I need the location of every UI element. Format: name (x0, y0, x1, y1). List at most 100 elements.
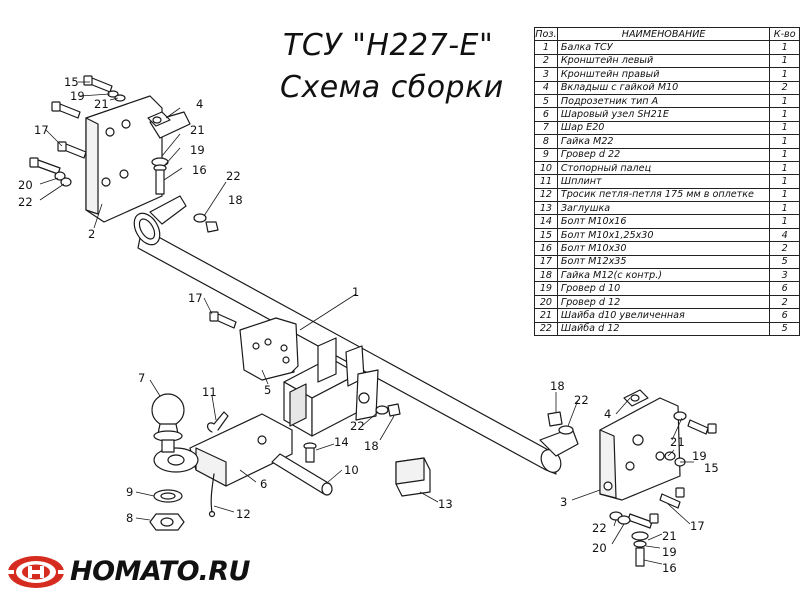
row-name: Стопорный палец (556, 160, 771, 176)
row-name: Подрозетник тип А (556, 93, 771, 109)
row-quantity: 1 (769, 120, 800, 136)
callout-6: 6 (260, 477, 267, 491)
row-position: 17 (534, 254, 558, 270)
row-name: Болт М10х30 (556, 241, 771, 256)
row-position: 1 (534, 40, 558, 55)
cap-part-13 (395, 457, 431, 497)
row-position: 19 (534, 281, 558, 296)
row-name: Тросик петля-петля 175 мм в оплетке (556, 187, 771, 203)
callout-18: 18 (550, 379, 565, 393)
callout-19: 19 (190, 143, 205, 157)
washer-part-9 (153, 489, 183, 503)
row-quantity: 1 (769, 160, 800, 176)
cable-part-12 (208, 473, 216, 518)
row-name: Кронштейн правый (556, 67, 771, 82)
row-position: 10 (534, 160, 558, 176)
ball-mount-part-6 (153, 413, 293, 487)
row-position: 3 (534, 67, 558, 82)
header-position: Поз. (534, 26, 558, 42)
row-quantity: 6 (769, 281, 800, 296)
row-position: 20 (534, 294, 558, 310)
callout-15: 15 (64, 75, 79, 89)
row-quantity: 5 (769, 321, 800, 336)
row-quantity: 1 (769, 134, 800, 149)
row-position: 18 (534, 268, 558, 283)
callout-20: 20 (18, 178, 33, 192)
callout-17: 17 (690, 519, 705, 533)
row-position: 16 (534, 241, 558, 256)
callout-11: 11 (202, 385, 217, 399)
callout-19: 19 (692, 449, 707, 463)
header-name: НАИМЕНОВАНИЕ (556, 26, 771, 42)
callout-13: 13 (438, 497, 453, 511)
callout-21: 21 (94, 97, 109, 111)
row-name: Шайба d10 увеличенная (556, 308, 771, 323)
row-name: Заглушка (556, 201, 771, 216)
callout-22: 22 (574, 393, 589, 407)
row-position: 12 (534, 187, 558, 203)
callout-21: 21 (662, 529, 677, 543)
callout-9: 9 (126, 485, 133, 499)
callout-16: 16 (662, 561, 677, 575)
row-quantity: 1 (769, 201, 800, 216)
callout-16: 16 (192, 163, 207, 177)
logo-emblem-icon (6, 556, 66, 588)
row-position: 13 (534, 201, 558, 216)
nut-part-8 (149, 513, 185, 531)
callout-3: 3 (560, 495, 567, 509)
callout-17: 17 (34, 123, 49, 137)
row-quantity: 2 (769, 294, 800, 310)
brand-logo: HOMATO.RU (6, 552, 250, 592)
row-name: Болт М12х35 (556, 254, 771, 270)
socket-plate-part-5 (239, 317, 299, 381)
row-name: Гайка М12(с контр.) (556, 268, 771, 283)
row-quantity: 1 (769, 93, 800, 109)
row-name: Балка ТСУ (556, 40, 771, 55)
callout-17: 17 (188, 291, 203, 305)
row-name: Болт М10х16 (556, 214, 771, 229)
drawing-title: ТСУ "Н227-Е" (283, 28, 494, 63)
callout-4: 4 (196, 97, 203, 111)
callout-1: 1 (352, 285, 359, 299)
callout-8: 8 (126, 511, 133, 525)
row-quantity: 1 (769, 214, 800, 229)
callout-7: 7 (138, 371, 145, 385)
logo-text: HOMATO.RU (70, 556, 250, 587)
callout-10: 10 (344, 463, 359, 477)
row-position: 2 (534, 53, 558, 69)
callout-12: 12 (236, 507, 251, 521)
row-quantity: 6 (769, 308, 800, 323)
beam-part-1 (133, 195, 579, 475)
callout-5: 5 (264, 383, 271, 397)
insert-part-4-right (623, 389, 649, 407)
callout-21: 21 (670, 435, 685, 449)
row-position: 5 (534, 93, 558, 109)
row-name: Гровер d 22 (556, 147, 771, 162)
row-position: 11 (534, 174, 558, 189)
row-position: 4 (534, 80, 558, 95)
row-quantity: 2 (769, 80, 800, 95)
callout-15: 15 (704, 461, 719, 475)
row-quantity: 1 (769, 107, 800, 122)
callout-4: 4 (604, 407, 611, 421)
row-quantity: 1 (769, 67, 800, 82)
row-quantity: 1 (769, 174, 800, 189)
row-quantity: 4 (769, 227, 800, 243)
callout-19: 19 (662, 545, 677, 559)
callout-14: 14 (334, 435, 349, 449)
row-position: 14 (534, 214, 558, 229)
row-name: Шайба d 12 (556, 321, 771, 336)
callout-22: 22 (592, 521, 607, 535)
